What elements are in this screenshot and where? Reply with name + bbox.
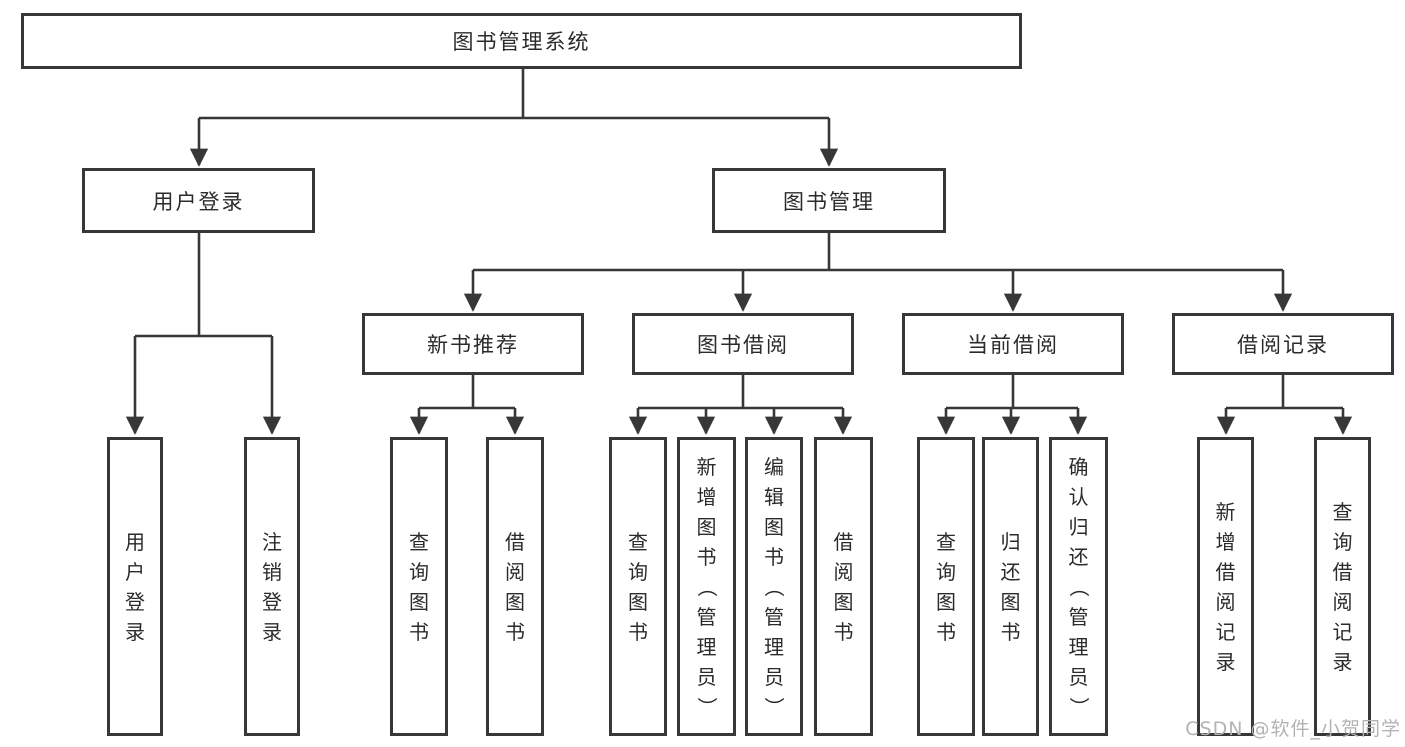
node-label: 图书借阅 [697,333,789,357]
node-label: 归还图书 [1000,529,1021,644]
node-label: 查询图书 [936,529,956,644]
node-user-login: 用户登录 [82,168,315,233]
node-label: 借阅记录 [1237,333,1329,357]
node-label: 借阅图书 [505,529,525,644]
node-label: 当前借阅 [967,333,1059,357]
leaf-bb-borrow-books: 借阅图书 [814,437,873,736]
leaf-cb-return-books: 归还图书 [982,437,1039,736]
node-label: 注销登录 [262,529,282,644]
node-library-management-system: 图书管理系统 [21,13,1022,69]
leaf-bb-edit-books-admin: 编辑图书（管理员） [745,437,803,736]
leaf-bb-query-books: 查询图书 [609,437,667,736]
node-new-book-recommendation: 新书推荐 [362,313,584,375]
leaf-cb-confirm-return-admin: 确认归还（管理员） [1049,437,1108,736]
node-label: 新书推荐 [427,333,519,357]
node-label: 新增图书（管理员） [694,454,719,717]
leaf-cb-query-books: 查询图书 [917,437,975,736]
csdn-watermark: CSDN @软件_小贺同学 [1185,718,1401,740]
node-label: 用户登录 [152,189,245,214]
node-label: 图书管理 [783,189,875,214]
node-label: 查询图书 [409,529,429,644]
leaf-nbr-borrow-books: 借阅图书 [486,437,544,736]
leaf-br-add-record: 新增借阅记录 [1197,437,1254,736]
leaf-bb-add-books-admin: 新增图书（管理员） [677,437,736,736]
node-book-borrowing: 图书借阅 [632,313,854,375]
node-label: 查询借阅记录 [1332,499,1353,674]
leaf-br-query-record: 查询借阅记录 [1314,437,1371,736]
node-book-management: 图书管理 [712,168,946,233]
leaf-nbr-query-books: 查询图书 [390,437,448,736]
node-label: 确认归还（管理员） [1066,454,1091,717]
leaf-logout: 注销登录 [244,437,300,736]
node-label: 新增借阅记录 [1215,499,1236,674]
node-label: 借阅图书 [833,529,854,644]
node-label: 查询图书 [628,529,648,644]
node-label: 用户登录 [125,529,145,644]
node-borrowing-records: 借阅记录 [1172,313,1394,375]
node-current-borrowing: 当前借阅 [902,313,1124,375]
node-label: 编辑图书（管理员） [762,454,786,717]
leaf-user-login: 用户登录 [107,437,163,736]
node-label: 图书管理系统 [452,30,591,54]
